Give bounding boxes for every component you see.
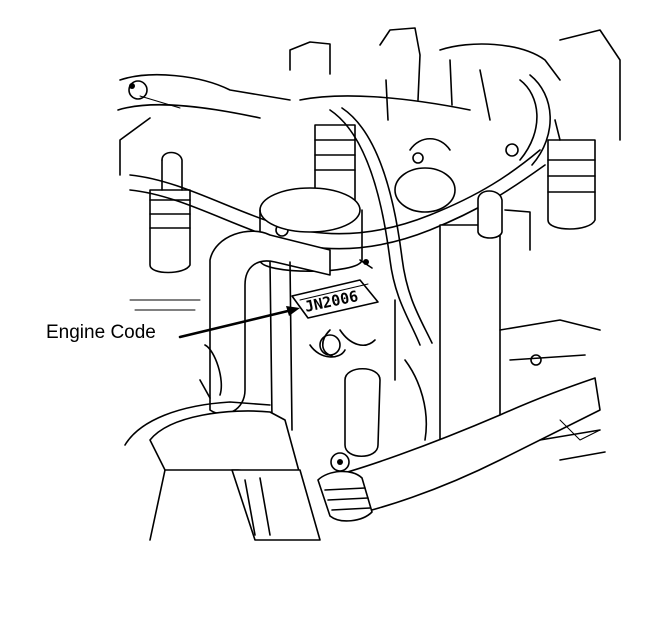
air-cleaner-housing xyxy=(124,344,321,541)
callout-leader xyxy=(178,306,300,339)
throttle-body xyxy=(259,137,456,273)
lower-hose-center xyxy=(309,329,381,458)
lower-right-components xyxy=(499,319,606,461)
coolant-pipe-vertical xyxy=(439,190,531,441)
radiator-hose-lower xyxy=(317,377,601,522)
right-plug-boot xyxy=(547,119,596,230)
left-plug-boot xyxy=(149,151,191,274)
misc-detail-lines xyxy=(129,259,428,441)
engine-code-plate: JN2006 xyxy=(291,279,379,319)
intake-manifold-top xyxy=(289,27,621,141)
engine-code-callout-label: Engine Code xyxy=(46,322,156,343)
upper-left-bracket xyxy=(117,74,291,176)
coolant-hose-left xyxy=(209,230,331,431)
